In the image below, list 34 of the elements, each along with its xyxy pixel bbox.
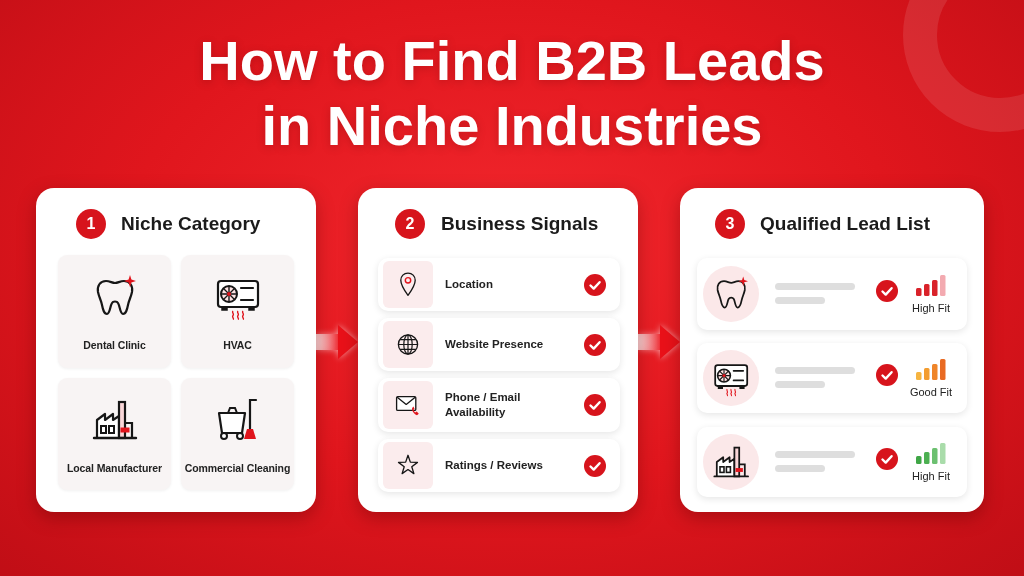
lead-row [697,343,967,413]
panel-heading: Niche Category [121,212,261,236]
category-card [58,378,171,490]
category-card [58,255,171,368]
signal-label: Ratings / Reviews [445,458,544,473]
step-panel [358,188,638,512]
arrow [316,325,358,359]
signal-row [378,258,620,311]
step-number-badge: 3 [715,209,745,239]
fit-label: High Fit [911,470,951,483]
title: How to Find B2B Leads in Niche Industries [198,28,826,158]
category-label: Commercial Cleaning [183,461,292,475]
panel-heading: Qualified Lead List [760,212,930,236]
signal-row [378,439,620,492]
fit-label: Good Fit [908,386,954,399]
arrow [638,325,680,359]
signal-row [378,318,620,371]
lead-row [697,258,967,330]
signal-label: Phone / Email Availability [445,390,522,420]
category-card [181,255,294,368]
fit-label: High Fit [911,302,951,315]
step-panel [680,188,984,512]
category-card [181,378,294,490]
category-label: Local Manufacturer [65,461,164,475]
category-label: HVAC [222,338,253,352]
signal-label: Location [445,277,494,292]
signal-row [378,378,620,432]
step-number-badge: 2 [395,209,425,239]
lead-row [697,427,967,497]
step-panel [36,188,316,512]
signal-label: Website Presence [445,337,545,352]
category-label: Dental Clinic [82,338,147,352]
panel-heading: Business Signals [441,212,599,236]
step-number-badge: 1 [76,209,106,239]
